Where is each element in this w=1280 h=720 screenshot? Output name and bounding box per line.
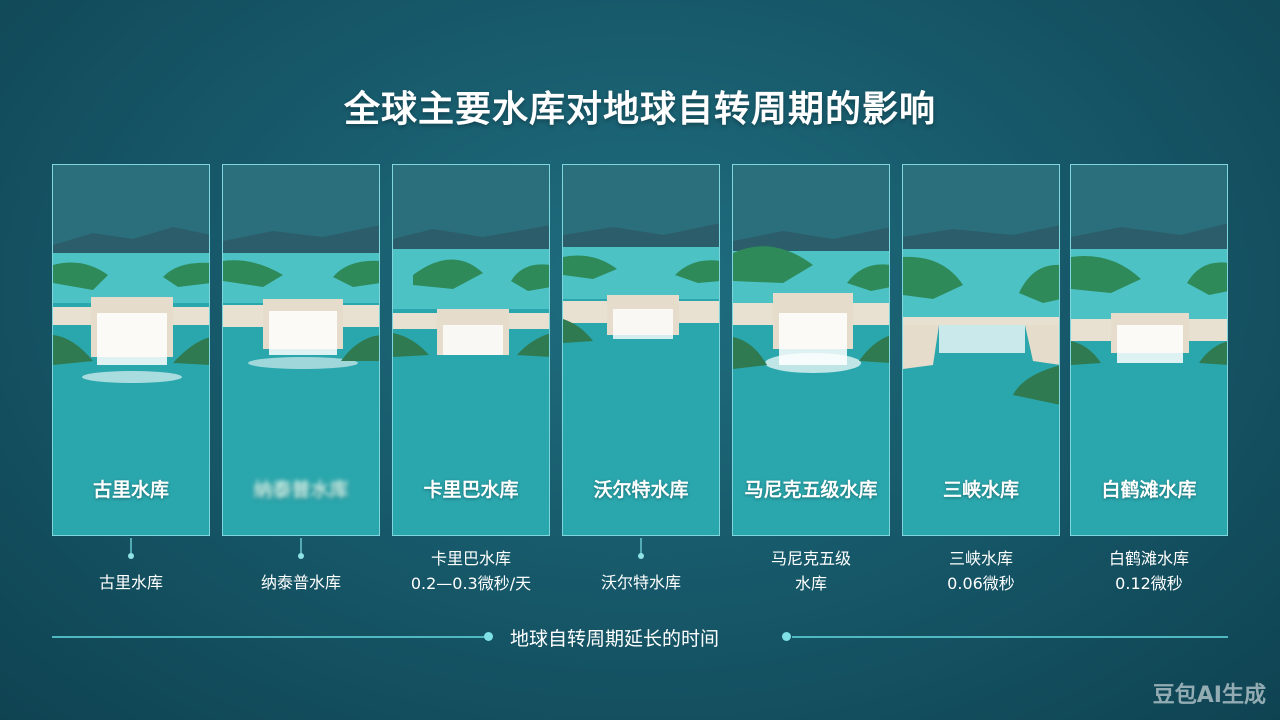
connector-line	[300, 538, 302, 556]
value-manic-5: 马尼克五级 水库	[770, 549, 851, 593]
dam-illustration	[393, 165, 549, 535]
axis-line-left	[52, 636, 488, 638]
panel-label: 马尼克五级水库	[744, 479, 878, 501]
panel-three-gorges: 三峡水库	[902, 164, 1060, 536]
reservoir-panels: 古里水库 纳泰普水库	[52, 164, 1228, 536]
connector-line	[130, 538, 132, 556]
value-itaipu: 纳泰普水库	[260, 573, 341, 592]
panel-kariba: 卡里巴水库	[392, 164, 550, 536]
dam-illustration	[903, 165, 1059, 535]
axis-label: 地球自转周期延长的时间	[510, 628, 720, 650]
axis-dot-right	[782, 632, 791, 641]
value-baihetan: 白鹤滩水库 0.12微秒	[1108, 549, 1189, 593]
panel-guri: 古里水库	[52, 164, 210, 536]
panel-label: 古里水库	[92, 479, 169, 501]
panel-label: 沃尔特水库	[593, 479, 689, 501]
connector-dot	[128, 553, 134, 559]
panel-manic-5: 马尼克五级水库	[732, 164, 890, 536]
panel-label: 卡里巴水库	[423, 479, 519, 501]
connector-dot	[298, 553, 304, 559]
connector-dot	[638, 553, 644, 559]
page-title: 全球主要水库对地球自转周期的影响	[343, 89, 936, 130]
value-volta: 沃尔特水库	[600, 573, 681, 592]
panel-label: 纳泰普水库	[253, 479, 349, 501]
axis-line-right	[792, 636, 1228, 638]
dam-illustration	[53, 165, 209, 535]
panel-label: 白鹤滩水库	[1101, 479, 1197, 501]
panel-label: 三峡水库	[942, 479, 1019, 501]
dam-illustration	[733, 165, 889, 535]
dam-illustration	[223, 165, 379, 535]
connector-line	[640, 538, 642, 556]
axis-dot-left	[484, 632, 493, 641]
panel-itaipu: 纳泰普水库	[222, 164, 380, 536]
dam-illustration	[1071, 165, 1227, 535]
watermark: 豆包AI生成	[1152, 683, 1266, 708]
value-kariba: 卡里巴水库 0.2—0.3微秒/天	[410, 549, 532, 593]
panel-baihetan: 白鹤滩水库	[1070, 164, 1228, 536]
dam-illustration	[563, 165, 719, 535]
panel-volta: 沃尔特水库	[562, 164, 720, 536]
value-three-gorges: 三峡水库 0.06微秒	[947, 549, 1015, 593]
value-guri: 古里水库	[98, 573, 163, 592]
